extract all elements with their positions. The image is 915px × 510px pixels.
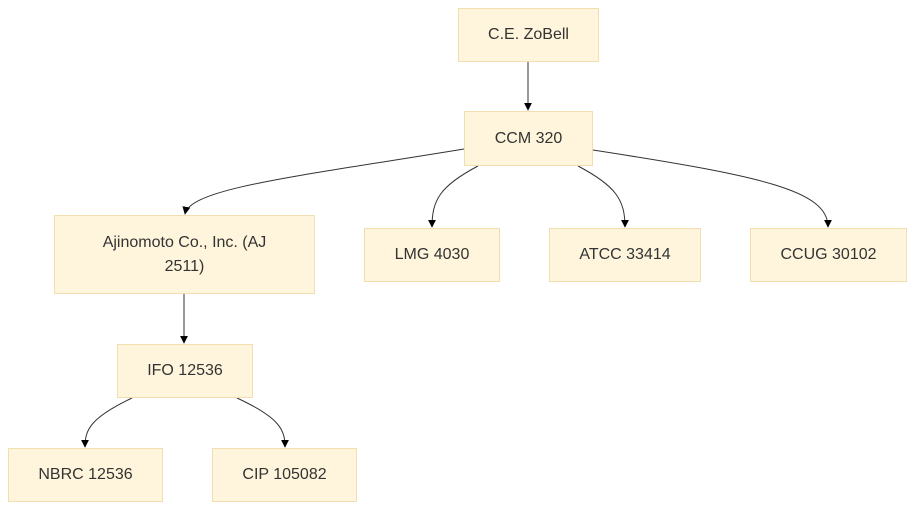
node-label: C.E. ZoBell: [488, 26, 569, 43]
node-label: CIP 105082: [242, 466, 327, 483]
node-atcc-33414: ATCC 33414: [549, 228, 701, 282]
node-label: NBRC 12536: [38, 466, 133, 483]
node-label: Ajinomoto Co., Inc. (AJ 2511): [102, 233, 267, 275]
edge-ccm320-to-ajinomoto: [182, 148, 465, 215]
edge-ifo12536-to-cip105082: [236, 397, 289, 448]
node-label: LMG 4030: [394, 246, 470, 263]
edge-ccm320-to-atcc33414: [577, 165, 629, 228]
node-nbrc-12536: NBRC 12536: [8, 448, 163, 502]
edge-ccm320-to-ccug30102: [592, 149, 832, 228]
node-lmg-4030: LMG 4030: [364, 228, 500, 282]
node-label: CCUG 30102: [780, 246, 877, 263]
node-ifo-12536: IFO 12536: [117, 344, 253, 398]
node-ccug-30102: CCUG 30102: [750, 228, 907, 282]
node-label: ATCC 33414: [579, 246, 671, 263]
edge-ccm320-to-lmg4030: [428, 165, 479, 228]
node-ajinomoto: Ajinomoto Co., Inc. (AJ 2511): [54, 215, 315, 294]
node-label: IFO 12536: [147, 362, 223, 379]
node-ccm-320: CCM 320: [464, 111, 593, 166]
edge-ifo12536-to-nbrc12536: [81, 397, 133, 448]
node-cip-105082: CIP 105082: [212, 448, 357, 502]
node-ce-zobell: C.E. ZoBell: [458, 8, 599, 62]
node-label: CCM 320: [494, 129, 563, 147]
